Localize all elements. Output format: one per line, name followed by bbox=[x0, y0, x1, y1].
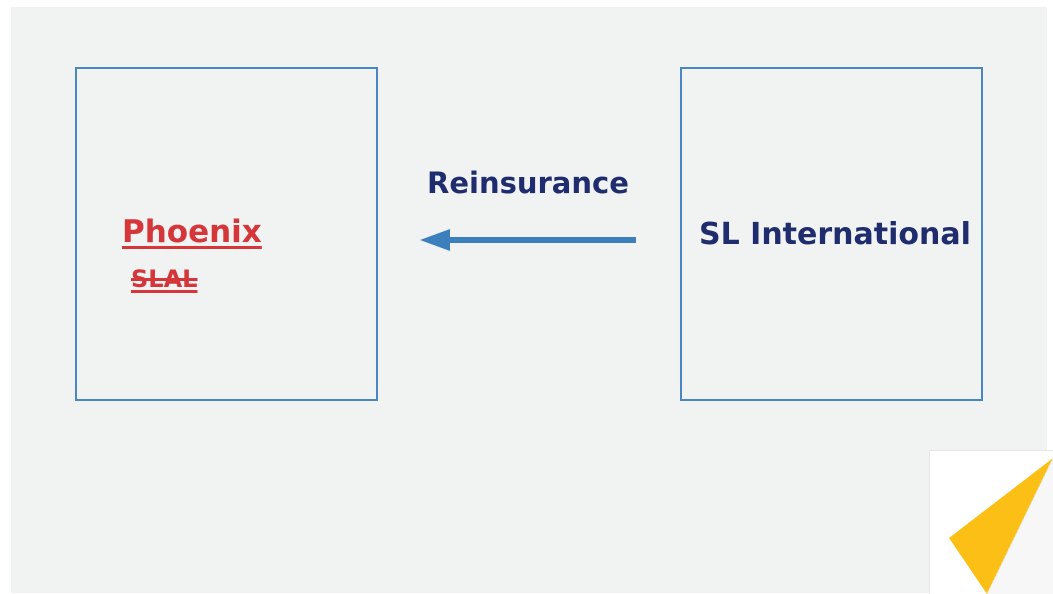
sl-international-label: SL International bbox=[699, 217, 971, 252]
phoenix-box bbox=[75, 67, 378, 401]
phoenix-label: Phoenix bbox=[122, 214, 262, 250]
sl-international-box bbox=[680, 67, 983, 401]
left-arrow-icon bbox=[420, 229, 636, 251]
slal-struck-label: SLAL bbox=[131, 265, 198, 293]
reinsurance-label: Reinsurance bbox=[427, 166, 629, 200]
page-curl-icon bbox=[929, 450, 1053, 594]
slide-background bbox=[11, 7, 1047, 593]
